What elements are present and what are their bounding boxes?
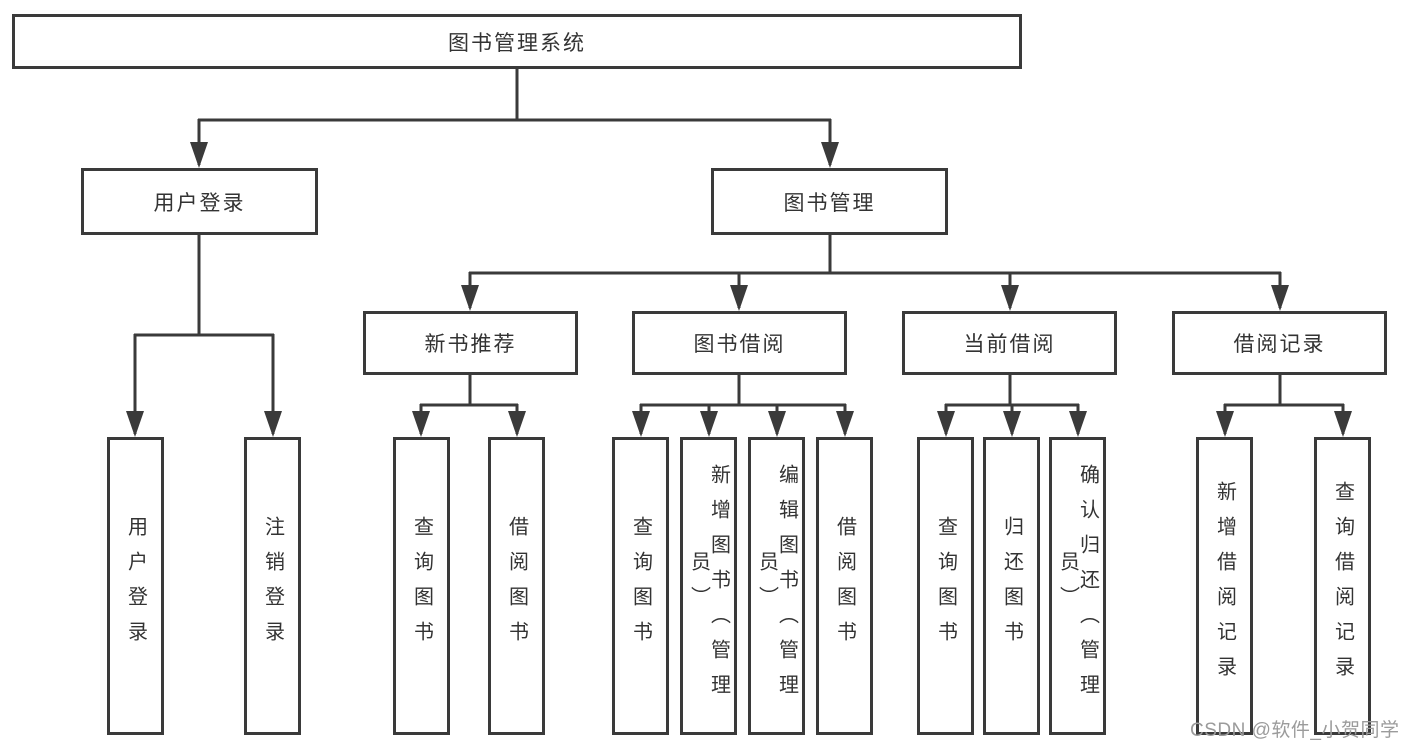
leaf-add-borrow-record: 新增借阅记录 bbox=[1196, 437, 1253, 735]
leaf-add-books-admin: 新增图书（管理员） bbox=[680, 437, 737, 735]
leaf-user-login: 用户登录 bbox=[107, 437, 164, 735]
node-borrowing-records: 借阅记录 bbox=[1172, 311, 1387, 375]
node-book-borrowing: 图书借阅 bbox=[632, 311, 847, 375]
leaf-logout: 注销登录 bbox=[244, 437, 301, 735]
leaf-query-books-borrowing: 查询图书 bbox=[612, 437, 669, 735]
leaf-edit-books-admin: 编辑图书（管理员） bbox=[748, 437, 805, 735]
leaf-borrow-books-recommend: 借阅图书 bbox=[488, 437, 545, 735]
node-current-borrowing: 当前借阅 bbox=[902, 311, 1117, 375]
csdn-watermark: CSDN @软件_小贺同学 bbox=[1190, 720, 1400, 741]
node-book-management: 图书管理 bbox=[711, 168, 948, 235]
leaf-query-books-current: 查询图书 bbox=[917, 437, 974, 735]
leaf-return-books: 归还图书 bbox=[983, 437, 1040, 735]
leaf-confirm-return-admin: 确认归还（管理员） bbox=[1049, 437, 1106, 735]
leaf-query-books-recommend: 查询图书 bbox=[393, 437, 450, 735]
node-root: 图书管理系统 bbox=[12, 14, 1022, 69]
node-user-login: 用户登录 bbox=[81, 168, 318, 235]
node-new-book-recommendation: 新书推荐 bbox=[363, 311, 578, 375]
leaf-query-borrow-record: 查询借阅记录 bbox=[1314, 437, 1371, 735]
leaf-borrow-books-borrowing: 借阅图书 bbox=[816, 437, 873, 735]
